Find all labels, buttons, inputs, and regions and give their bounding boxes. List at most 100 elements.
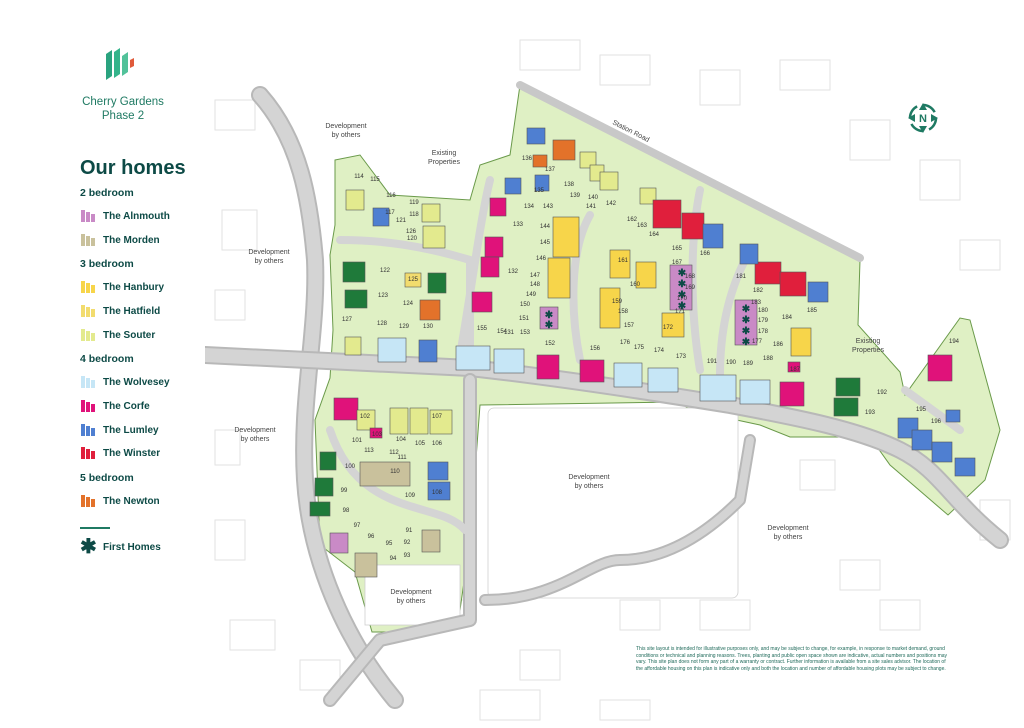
svg-text:✱: ✱	[742, 304, 751, 315]
plot-number: 120	[407, 236, 418, 242]
site-name: Cherry Gardens	[82, 96, 164, 108]
site-title: Cherry Gardens Phase 2	[78, 95, 168, 123]
plot-number: 181	[736, 274, 747, 280]
plot-number: 96	[368, 534, 375, 540]
development-label: Development	[234, 427, 275, 434]
plot-number: 142	[606, 201, 617, 207]
legend-label: The Hatfield	[103, 305, 161, 317]
legend-label: The Morden	[103, 234, 160, 246]
svg-text:✱: ✱	[678, 301, 687, 312]
plot-number: 140	[588, 195, 599, 201]
svg-text:✱: ✱	[678, 268, 687, 279]
plot-number: 196	[931, 419, 942, 425]
legend-divider	[80, 527, 110, 529]
plot-number: 165	[672, 246, 683, 252]
plot-number: 177	[752, 339, 763, 345]
house-icon	[81, 234, 95, 246]
legend-label: The Souter	[103, 329, 156, 341]
plot-number: 186	[773, 342, 784, 348]
plot-number: 187	[790, 367, 801, 373]
plot-number: 190	[726, 360, 737, 366]
plot-number: 123	[378, 293, 389, 299]
plot-number: 161	[618, 258, 629, 264]
plot-number: 110	[390, 469, 400, 475]
legend-item-wolvesey: The Wolvesey	[80, 374, 170, 390]
plot-number: 137	[545, 167, 556, 173]
plot-number: 157	[624, 323, 635, 329]
plot-number: 175	[634, 345, 645, 351]
plot-number: 146	[536, 256, 547, 262]
group-5-bedroom: 5 bedroom	[80, 472, 134, 484]
plot-number: 195	[916, 407, 927, 413]
plot-number: 97	[354, 523, 361, 529]
plot-number: 119	[409, 200, 419, 206]
legend-item-corfe: The Corfe	[80, 398, 150, 414]
group-2-bedroom: 2 bedroom	[80, 187, 134, 199]
plot-number: 93	[404, 553, 411, 559]
compass-letter: N	[919, 113, 927, 125]
plot-number: 112	[389, 450, 399, 456]
plot-number: 163	[637, 223, 648, 229]
plot-number: 103	[372, 432, 383, 438]
plot-number: 127	[342, 317, 353, 323]
plot-number: 155	[477, 326, 488, 332]
svg-text:✱: ✱	[742, 315, 751, 326]
plot-number: 126	[406, 229, 417, 235]
existing-properties-label: Properties	[852, 347, 884, 354]
roads	[205, 81, 1009, 709]
plot-number: 132	[508, 269, 519, 275]
house-icon	[81, 447, 95, 459]
svg-text:✱: ✱	[545, 310, 554, 321]
plot-number: 188	[763, 356, 774, 362]
plot-number: 154	[497, 329, 508, 335]
legend-item-souter: The Souter	[80, 327, 155, 343]
plot-number: 182	[753, 288, 764, 294]
house-icon	[81, 210, 95, 222]
plot-number: 172	[663, 325, 674, 331]
plot-number: 162	[627, 217, 638, 223]
plot-number: 138	[564, 182, 575, 188]
plot-number: 139	[570, 193, 581, 199]
plot-number: 116	[386, 193, 396, 199]
plot-number: 92	[404, 540, 411, 546]
legend-heading: Our homes	[80, 157, 186, 179]
existing-properties-label: Existing	[432, 150, 457, 157]
legend-item-first-homes: ✱ First Homes	[80, 537, 161, 557]
plot-number: 184	[782, 315, 793, 321]
plot-number: 179	[758, 318, 769, 324]
plot-number: 150	[520, 302, 531, 308]
plot-number: 192	[877, 390, 888, 396]
legend-item-alnmouth: The Alnmouth	[80, 208, 170, 224]
development-label: Development	[248, 249, 289, 256]
plot-number: 168	[685, 274, 696, 280]
plot-number: 125	[408, 277, 419, 283]
plot-number: 91	[406, 528, 413, 534]
legend-label: The Hanbury	[103, 281, 165, 293]
plot-number: 111	[397, 455, 407, 461]
legend-label: The Newton	[103, 495, 160, 507]
plot-number: 183	[751, 300, 762, 306]
plot-number: 145	[540, 240, 551, 246]
legend-item-hanbury: The Hanbury	[80, 279, 164, 295]
svg-text:✱: ✱	[678, 290, 687, 301]
development-label: by others	[774, 534, 803, 541]
development-label: Development	[325, 123, 366, 130]
legend-label: The Wolvesey	[103, 376, 170, 388]
plot-number: 105	[415, 441, 426, 447]
plot-number: 164	[649, 232, 660, 238]
plot-number: 129	[399, 324, 410, 330]
plot-number: 173	[676, 354, 687, 360]
plot-number: 101	[352, 438, 363, 444]
house-icon	[81, 400, 95, 412]
house-icon	[81, 495, 95, 507]
svg-text:✱: ✱	[742, 326, 751, 337]
legend-item-lumley: The Lumley	[80, 422, 159, 438]
development-label: by others	[255, 258, 284, 265]
legend-item-morden: The Morden	[80, 232, 160, 248]
plot-number: 95	[386, 541, 393, 547]
plot-number: 156	[590, 346, 601, 352]
plot-number: 117	[385, 210, 395, 216]
house-blocks	[309, 127, 976, 578]
house-icon	[81, 376, 95, 388]
